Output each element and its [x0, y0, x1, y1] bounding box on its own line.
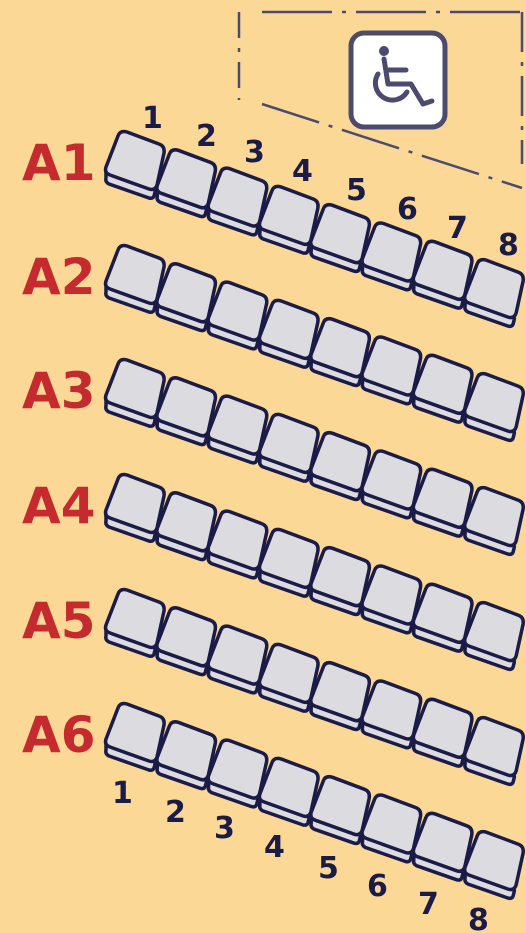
bottom-seat-number-2: 2 [165, 795, 186, 830]
top-seat-number-1: 1 [142, 101, 163, 136]
wheelchair-accessible-zone [239, 12, 522, 188]
bottom-seat-number-3: 3 [214, 811, 235, 846]
top-seat-number-2: 2 [196, 119, 217, 154]
seat-a1-8[interactable] [465, 260, 524, 327]
seat-a4-8[interactable] [465, 603, 524, 670]
row-label: A3 [22, 362, 96, 420]
top-seat-number-4: 4 [292, 154, 313, 189]
bottom-seat-number-7: 7 [418, 887, 439, 922]
wheelchair-icon [351, 33, 445, 127]
bottom-seat-number-6: 6 [367, 869, 388, 904]
top-seat-number-7: 7 [447, 211, 468, 246]
bottom-seat-number-4: 4 [264, 830, 285, 865]
bottom-seat-number-1: 1 [112, 776, 133, 811]
row-label: A1 [22, 134, 96, 192]
row-label: A5 [22, 592, 96, 650]
row-label: A6 [22, 706, 96, 764]
bottom-seat-number-5: 5 [318, 851, 339, 886]
seat-a6-8[interactable] [465, 832, 524, 899]
row-label: A4 [22, 477, 96, 535]
seat-a5-8[interactable] [465, 718, 524, 785]
seat-a2-8[interactable] [465, 374, 524, 441]
top-seat-number-6: 6 [397, 192, 418, 227]
top-seat-number-8: 8 [498, 228, 519, 263]
seat-a3-8[interactable] [465, 488, 524, 555]
top-seat-number-3: 3 [244, 135, 265, 170]
top-seat-number-5: 5 [346, 173, 367, 208]
row-label: A2 [22, 248, 96, 306]
bottom-seat-number-8: 8 [468, 903, 489, 933]
